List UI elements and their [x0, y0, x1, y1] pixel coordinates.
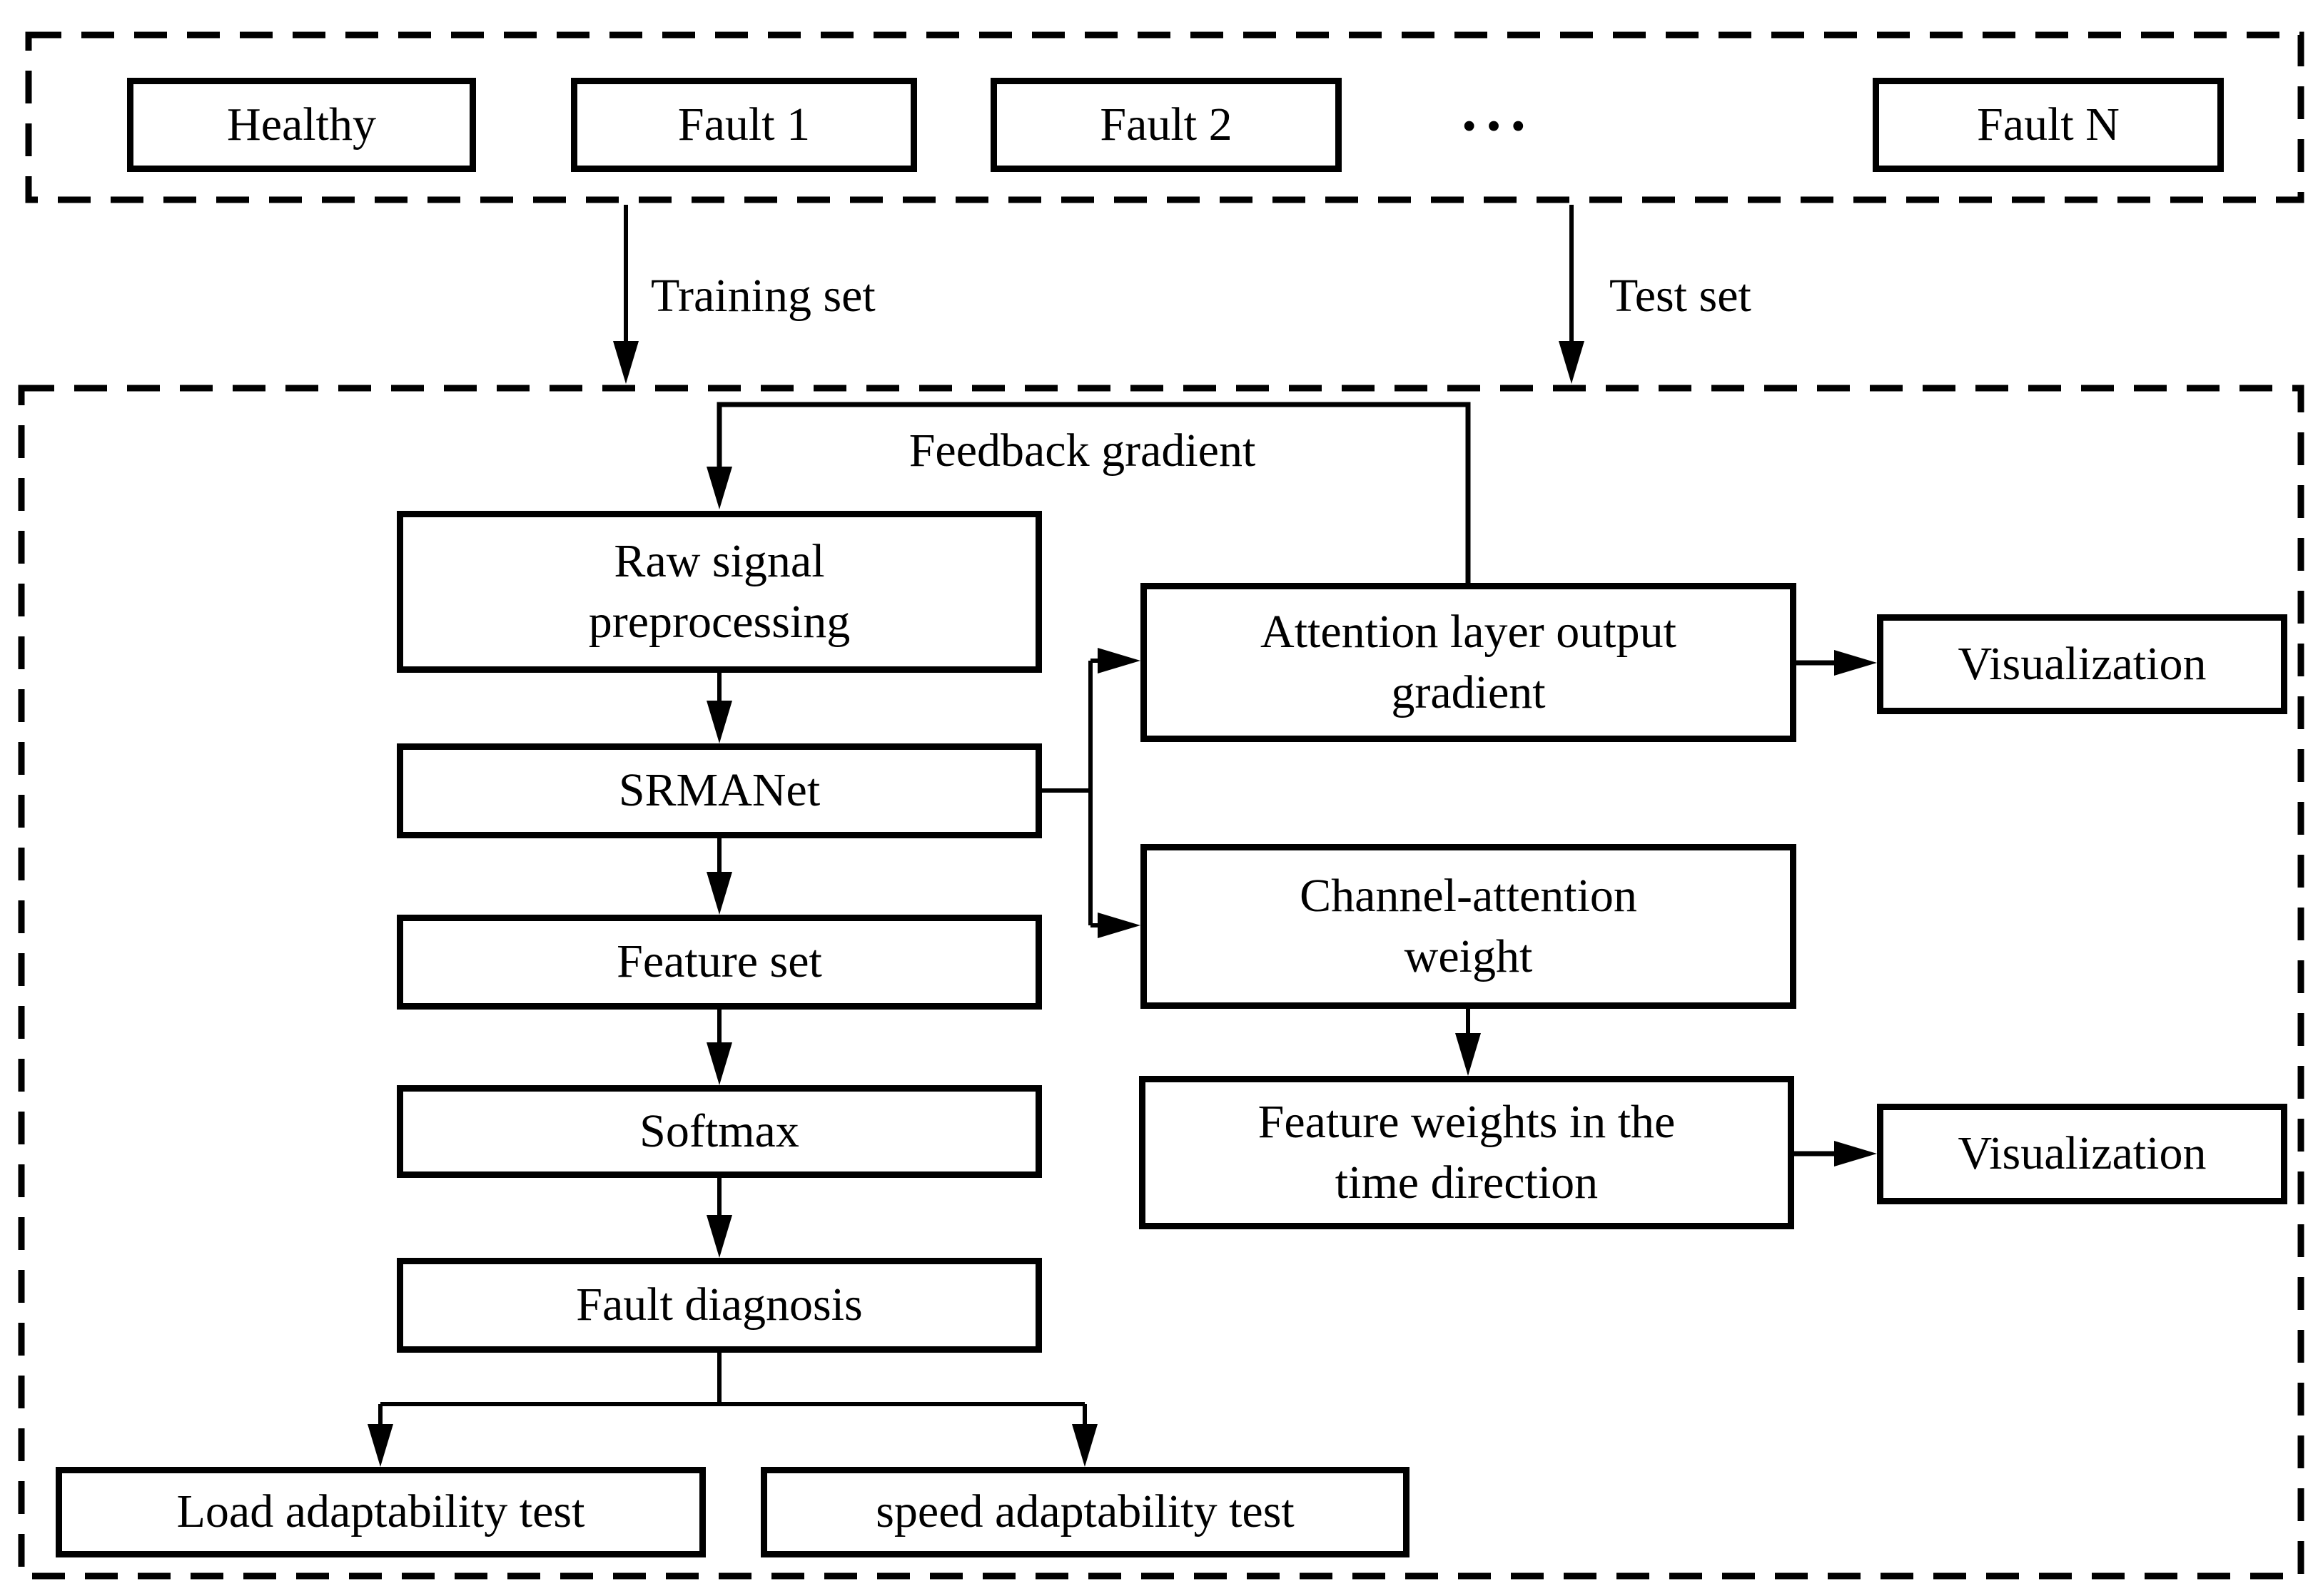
srmanet-side-branch-line [1042, 661, 1093, 925]
branch-to-channel-arrowhead [1098, 913, 1140, 938]
healthy-box: Healthy [127, 78, 476, 172]
attention-to-visualization-arrowhead [1834, 650, 1877, 676]
visualization-gradient-box: Visualization [1877, 614, 2287, 714]
training-set-arrowhead [613, 341, 639, 384]
feature-weights-time-direction-box: Feature weights in the time direction [1139, 1076, 1794, 1229]
feature-set-box: Feature set [397, 915, 1042, 1010]
dataset-container-dashed-border [25, 31, 2304, 203]
test-set-arrowhead [1559, 341, 1584, 384]
softmax-to-faultdiagnosis-arrowhead [707, 1215, 732, 1258]
featureweights-to-visualization-arrowhead [1834, 1141, 1877, 1166]
raw-signal-preprocessing-box: Raw signal preprocessing [397, 511, 1042, 673]
load-adaptability-test-box: Load adaptability test [56, 1467, 706, 1557]
channel-to-featureweights-arrowhead [1455, 1033, 1481, 1076]
feedback-gradient-arrowhead [707, 467, 732, 509]
softmax-box: Softmax [397, 1085, 1042, 1178]
fault-1-box: Fault 1 [571, 78, 917, 172]
fault-n-box: Fault N [1873, 78, 2224, 172]
featureset-to-softmax-arrowhead [707, 1042, 732, 1085]
test-set-label: Test set [1609, 270, 1751, 322]
attention-layer-output-gradient-box: Attention layer output gradient [1140, 583, 1796, 742]
faultdiagnosis-branch-line [380, 1353, 1085, 1406]
feedback-gradient-line [717, 402, 1471, 583]
srmanet-to-featureset-arrowhead [707, 872, 732, 915]
channel-attention-weight-box: Channel-attention weight [1140, 844, 1796, 1009]
model-container-dashed-border [18, 385, 2304, 1580]
raw-to-srmanet-arrowhead [707, 701, 732, 743]
srmanet-box: SRMANet [397, 743, 1042, 838]
branch-to-attention-arrowhead [1098, 648, 1140, 674]
fault-2-box: Fault 2 [991, 78, 1342, 172]
branch-to-speed-arrowhead [1072, 1424, 1098, 1467]
training-set-label: Training set [651, 270, 876, 322]
fault-diagnosis-box: Fault diagnosis [397, 1258, 1042, 1353]
branch-to-load-arrowhead [368, 1424, 393, 1467]
speed-adaptability-test-box: speed adaptability test [761, 1467, 1409, 1557]
visualization-weights-box: Visualization [1877, 1104, 2287, 1204]
feedback-gradient-label: Feedback gradient [909, 425, 1256, 477]
ellipsis-dots: ••• [1462, 102, 1536, 149]
